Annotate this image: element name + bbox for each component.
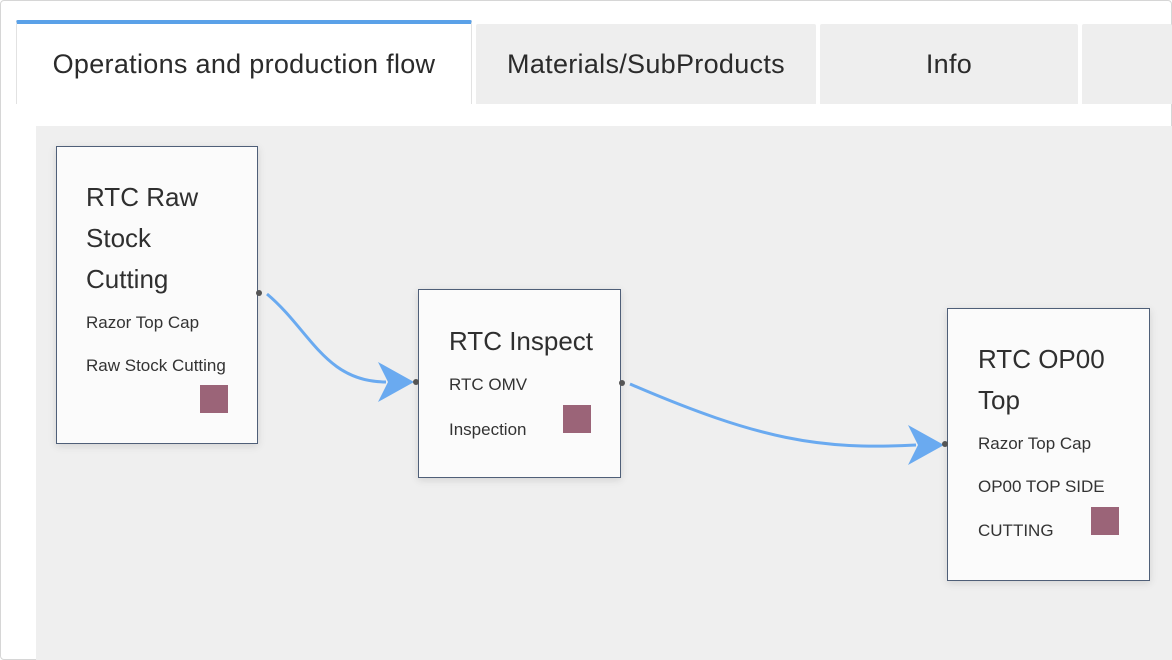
operation-product: Razor Top Cap bbox=[86, 313, 200, 332]
input-port[interactable] bbox=[413, 379, 419, 385]
status-color-swatch bbox=[200, 385, 228, 413]
operation-product: Razor Top Cap bbox=[978, 434, 1092, 453]
operation-product: RTC OMV bbox=[449, 375, 528, 394]
operation-detail: CUTTING bbox=[978, 521, 1054, 540]
tab-operations-and-production-flow[interactable]: Operations and production flow bbox=[16, 20, 472, 104]
operation-detail: Raw Stock Cutting bbox=[86, 356, 226, 375]
operation-title: RTC Raw Stock Cutting bbox=[86, 182, 199, 294]
tab-materials-subproducts[interactable]: Materials/SubProducts bbox=[476, 24, 816, 104]
status-color-swatch bbox=[1091, 507, 1119, 535]
arrowhead-icon bbox=[378, 362, 414, 402]
operation-node-rtc-op00-top[interactable]: RTC OP00 Top Razor Top Cap OP00 TOP SIDE… bbox=[947, 308, 1150, 581]
tab-more[interactable] bbox=[1082, 24, 1172, 104]
operation-title: RTC OP00 Top bbox=[978, 344, 1105, 415]
operation-detail: OP00 TOP SIDE bbox=[978, 477, 1105, 496]
operation-detail: Inspection bbox=[449, 420, 527, 439]
tab-bar: Operations and production flow Materials… bbox=[16, 20, 1172, 104]
output-port[interactable] bbox=[619, 380, 625, 386]
arrowhead-icon bbox=[908, 425, 944, 465]
tab-info[interactable]: Info bbox=[820, 24, 1078, 104]
status-color-swatch bbox=[563, 405, 591, 433]
operation-node-rtc-inspect[interactable]: RTC Inspect RTC OMV Inspection bbox=[418, 289, 621, 478]
operation-node-raw-stock-cutting[interactable]: RTC Raw Stock Cutting Razor Top Cap Raw … bbox=[56, 146, 258, 444]
input-port[interactable] bbox=[942, 441, 948, 447]
edge-raw-to-inspect[interactable] bbox=[266, 292, 387, 384]
output-port[interactable] bbox=[256, 290, 262, 296]
edge-inspect-to-op00[interactable] bbox=[629, 382, 917, 448]
operation-title: RTC Inspect bbox=[449, 326, 594, 356]
